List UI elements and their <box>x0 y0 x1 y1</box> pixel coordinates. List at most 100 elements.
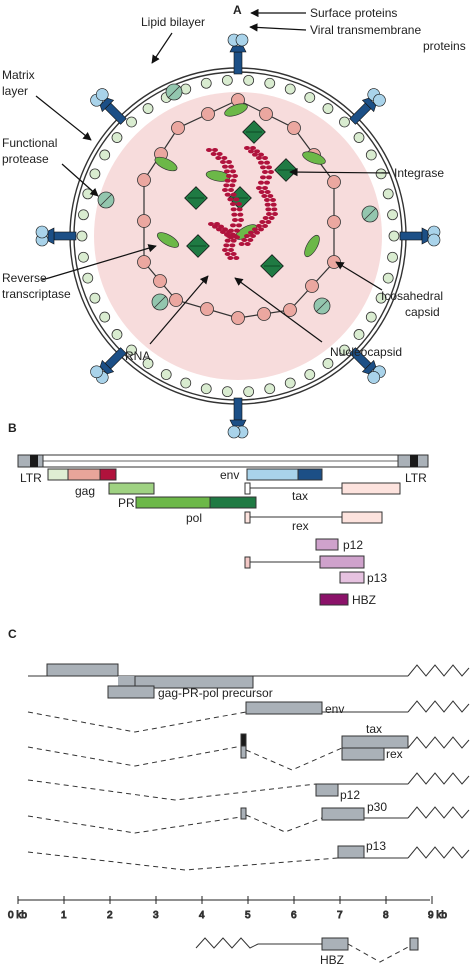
rna-bead <box>244 242 251 246</box>
rna-bead <box>222 248 228 252</box>
pr-box <box>108 482 155 495</box>
label-rex: rex <box>292 519 309 533</box>
rna-bead <box>262 186 268 190</box>
label-precursor: gag-PR-pol precursor <box>158 686 273 700</box>
rna-bead <box>216 227 222 232</box>
matrix-bead <box>78 209 89 221</box>
label-p12-c: p12 <box>340 788 360 802</box>
reverse-transcriptase-particle <box>304 234 320 258</box>
label-reverse-transcriptase-2: transcriptase <box>2 287 71 301</box>
gag-nc <box>99 468 117 481</box>
surface-protein <box>367 371 381 384</box>
rna-bead <box>264 190 271 194</box>
protease-divider <box>363 207 377 221</box>
taxrex-exon2-rex <box>240 745 247 759</box>
envelope-spike <box>227 397 249 439</box>
rna-bead <box>212 224 218 229</box>
label-p13-c: p13 <box>366 839 386 853</box>
rna-bead <box>266 175 272 180</box>
protease-divider <box>167 85 181 99</box>
rna-bead <box>268 170 274 174</box>
label-gag: gag <box>75 484 95 498</box>
matrix-bead <box>375 292 387 304</box>
matrix-bead <box>111 329 123 340</box>
arrow-capsid <box>335 261 383 291</box>
taxrex-splice-2 <box>245 747 343 771</box>
matrix-bead <box>99 149 111 161</box>
capsid-bead <box>283 303 297 317</box>
rna-bead <box>216 152 223 156</box>
matrix-bead <box>126 116 137 128</box>
label-icosahedral: Icosahedral <box>381 289 443 303</box>
precursor-block <box>107 685 155 699</box>
matrix-bead <box>388 230 400 242</box>
matrix-bead <box>339 344 350 356</box>
p13-box <box>339 571 365 584</box>
capsid-bead <box>171 121 185 135</box>
capsid-bead <box>153 274 167 288</box>
panel-c-labels: gag-PR-pol precursor env tax rex p12 p30… <box>158 686 403 967</box>
label-ltr-right: LTR <box>405 471 427 485</box>
rna-bead <box>264 180 270 185</box>
rna-bead <box>236 202 242 206</box>
matrix-bead <box>339 116 350 128</box>
rna-bead <box>250 146 256 150</box>
matrix-bead <box>221 386 233 398</box>
transmembrane-protein <box>233 397 243 421</box>
label-viral-transmembrane: Viral transmembrane <box>310 23 421 37</box>
ltr-left-r <box>30 455 38 467</box>
capsid-bead <box>231 311 245 325</box>
label-p13: p13 <box>367 571 387 585</box>
ltr-right-r <box>410 455 418 467</box>
reverse-transcriptase-particle <box>156 232 180 248</box>
rna-bead <box>264 198 270 202</box>
capsid-bead <box>305 279 319 293</box>
reverse-transcriptase-particle <box>224 103 248 117</box>
rna-bead <box>262 156 268 160</box>
rna-bead <box>229 183 236 188</box>
matrix-bead <box>284 83 296 95</box>
label-p12: p12 <box>343 538 363 552</box>
axis-tick-label: 4 <box>199 910 205 921</box>
surface-protein <box>90 365 103 379</box>
matrix-bead <box>111 132 123 143</box>
protease-divider <box>153 295 167 309</box>
label-p30-c: p30 <box>367 800 387 814</box>
axis-tick-label: 7 <box>337 910 343 921</box>
rna-bead <box>227 256 234 260</box>
matrix-bead <box>142 358 154 369</box>
envelope-spike <box>349 347 386 384</box>
label-env: env <box>220 468 239 482</box>
rna-bead <box>256 224 262 228</box>
genomic-polya-tail <box>407 664 470 677</box>
matrix-bead <box>160 369 172 380</box>
matrix-bead <box>322 358 334 369</box>
rna-bead <box>224 232 230 237</box>
p12-block <box>315 783 339 797</box>
rna-bead <box>272 212 278 216</box>
label-reverse-transcriptase: Reverse <box>2 271 47 285</box>
p30-splice-2 <box>245 814 323 833</box>
rna-bead <box>238 218 244 222</box>
transmembrane-collar <box>47 227 55 245</box>
transmembrane-collar <box>421 227 429 245</box>
transmembrane-protein <box>53 231 77 241</box>
rna-bead <box>266 212 272 216</box>
matrix-bead <box>142 103 154 114</box>
axis-tick-label: 8 <box>383 910 389 921</box>
env-block <box>245 701 323 715</box>
matrix-bead <box>82 272 94 284</box>
envelope-spike <box>349 88 386 125</box>
matrix-bead <box>89 168 101 180</box>
p12-box <box>315 538 339 551</box>
label-matrix: Matrix <box>2 68 35 82</box>
label-tax-c: tax <box>366 722 382 736</box>
arrow-reverse-transcriptase <box>41 244 157 281</box>
rna-bead <box>265 207 272 212</box>
rna-bead <box>270 202 277 207</box>
rna-bead <box>267 194 274 198</box>
capsid-bead <box>327 175 341 189</box>
rna-bead <box>259 220 266 224</box>
